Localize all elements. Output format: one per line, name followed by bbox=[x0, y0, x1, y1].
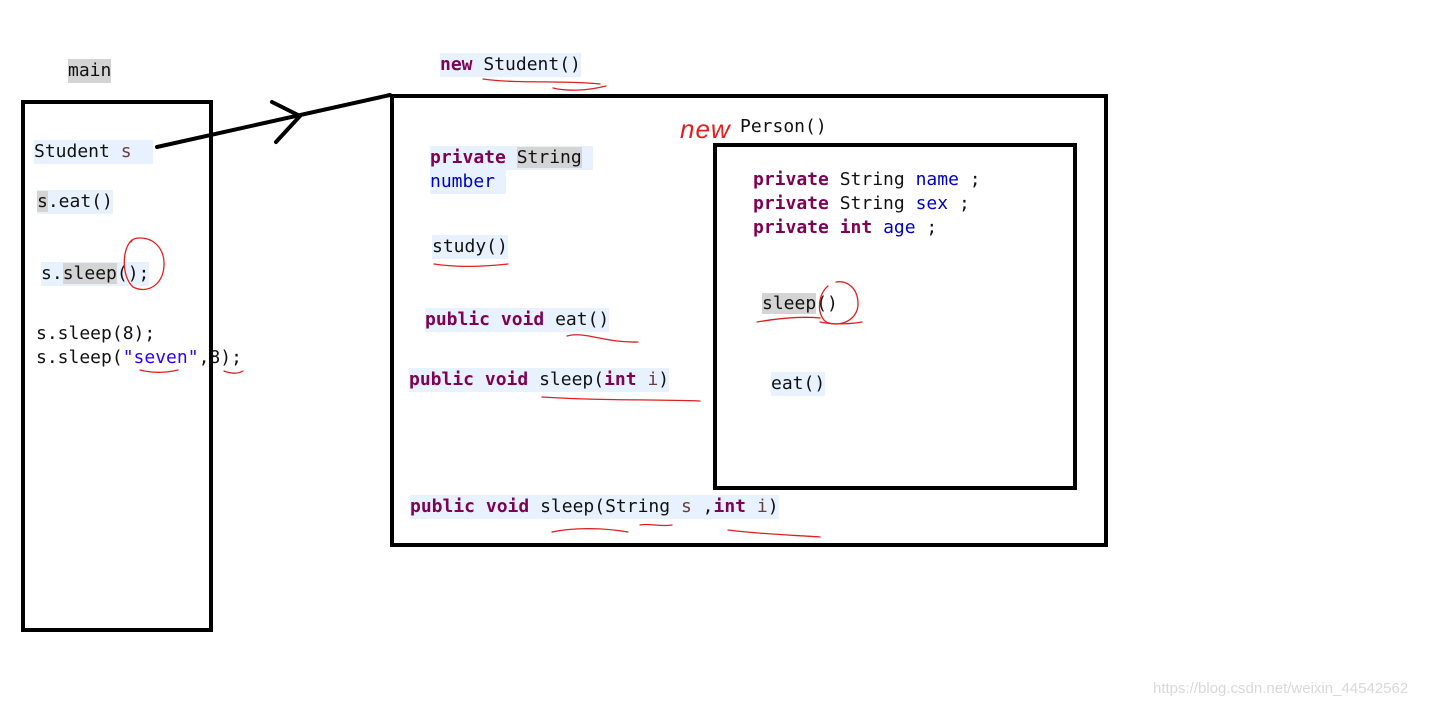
person-method-sleep-name: sleep bbox=[762, 293, 817, 314]
method-sleep-int: public void sleep(int i) bbox=[409, 368, 670, 392]
method-sleep-int-modifiers: public void bbox=[409, 369, 529, 390]
person-field-name-modifier: private bbox=[753, 169, 829, 190]
method-sleep-str-modifiers: public void bbox=[410, 496, 530, 517]
call-sleep-str-prefix: s.sleep( bbox=[36, 347, 123, 368]
method-sleep-int-param-type: int bbox=[604, 369, 637, 390]
method-sleep-int-close: ) bbox=[658, 369, 670, 390]
person-field-name-type: String bbox=[839, 169, 905, 190]
underline-sleep-name bbox=[551, 527, 629, 533]
method-eat-modifiers: public void bbox=[425, 309, 545, 330]
underline-seven-arg bbox=[139, 369, 179, 373]
person-field-name-end: ; bbox=[969, 169, 981, 190]
method-eat: public void eat() bbox=[425, 308, 610, 332]
watermark: https://blog.csdn.net/weixin_44542562 bbox=[1153, 680, 1409, 697]
method-sleep-int-name: sleep( bbox=[539, 369, 605, 390]
person-method-eat: eat() bbox=[771, 372, 826, 396]
person-method-sleep-rest: () bbox=[816, 293, 838, 314]
method-sleep-str: public void sleep(String s ,int i) bbox=[410, 495, 779, 519]
main-frame-box bbox=[21, 100, 213, 632]
main-frame-title: main bbox=[68, 59, 112, 83]
person-object-title: Person() bbox=[740, 116, 827, 137]
call-sleep-int: s.sleep(8); bbox=[36, 323, 156, 344]
call-sleep-str-arg: "seven" bbox=[122, 347, 199, 368]
call-sleep: s.sleep(); bbox=[41, 262, 150, 286]
underline-eat bbox=[566, 334, 639, 343]
method-study: study() bbox=[432, 235, 508, 259]
call-sleep-obj: s. bbox=[41, 263, 63, 284]
circle-person-sleep-parens bbox=[818, 281, 859, 325]
person-field-sex: private String sex ; bbox=[753, 192, 970, 216]
field-number-type: String bbox=[516, 147, 582, 168]
person-field-sex-type: String bbox=[839, 193, 905, 214]
call-eat-rest: .eat() bbox=[47, 191, 113, 212]
underline-study bbox=[433, 263, 509, 267]
method-eat-name: eat() bbox=[555, 309, 610, 330]
person-field-name-name: name bbox=[915, 169, 959, 190]
call-eat: s.eat() bbox=[37, 190, 113, 214]
method-sleep-str-name: sleep(String bbox=[540, 496, 671, 517]
person-field-age-end: ; bbox=[926, 217, 938, 238]
person-field-age-name: age bbox=[883, 217, 916, 238]
red-marks bbox=[123, 78, 863, 538]
new-keyword: new bbox=[440, 54, 473, 75]
person-field-sex-modifier: private bbox=[753, 193, 829, 214]
declaration-type: Student bbox=[34, 141, 110, 162]
method-sleep-int-param: i bbox=[647, 369, 659, 390]
person-field-sex-name: sex bbox=[915, 193, 949, 214]
method-sleep-str-close: ) bbox=[767, 496, 779, 517]
underline-string-type bbox=[639, 523, 673, 527]
method-sleep-str-param-type2: int bbox=[713, 496, 746, 517]
person-method-sleep: sleep() bbox=[762, 292, 838, 316]
person-object-box bbox=[713, 143, 1077, 490]
student-object-title: new Student() bbox=[440, 53, 581, 77]
person-field-age-modifier: private bbox=[753, 217, 829, 238]
reference-arrow bbox=[155, 93, 392, 149]
call-sleep-str-suffix: ,8); bbox=[198, 347, 242, 368]
underline-student-constructor-2 bbox=[552, 85, 607, 91]
person-field-name: private String name ; bbox=[753, 168, 981, 192]
person-field-sex-end: ; bbox=[958, 193, 970, 214]
declaration-var: s bbox=[120, 141, 132, 162]
underline-sleep-int bbox=[541, 396, 701, 402]
call-eat-obj: s bbox=[37, 191, 48, 212]
field-number-modifier: private bbox=[430, 147, 506, 168]
field-number-name: number bbox=[430, 171, 496, 192]
call-sleep-str: s.sleep("seven",8); bbox=[36, 346, 242, 370]
circle-call-sleep-parens bbox=[123, 237, 165, 291]
method-sleep-str-param1: s bbox=[680, 496, 692, 517]
field-number-line1: private String bbox=[430, 146, 593, 170]
handwritten-new: new bbox=[680, 114, 731, 144]
student-declaration: Student s bbox=[34, 140, 154, 164]
underline-int-arg bbox=[223, 370, 244, 374]
underline-sleep-params bbox=[727, 529, 821, 538]
underline-student-constructor bbox=[482, 78, 601, 85]
underline-person-sleep bbox=[756, 316, 821, 323]
method-sleep-str-param2: i bbox=[756, 496, 768, 517]
person-field-age: private int age ; bbox=[753, 216, 937, 240]
student-object-box bbox=[390, 94, 1108, 547]
method-sleep-str-sep: , bbox=[702, 496, 714, 517]
person-field-age-type: int bbox=[839, 217, 873, 238]
student-constructor: Student() bbox=[483, 54, 581, 75]
call-sleep-method: sleep bbox=[62, 263, 117, 284]
field-number-line2: number bbox=[430, 170, 506, 194]
